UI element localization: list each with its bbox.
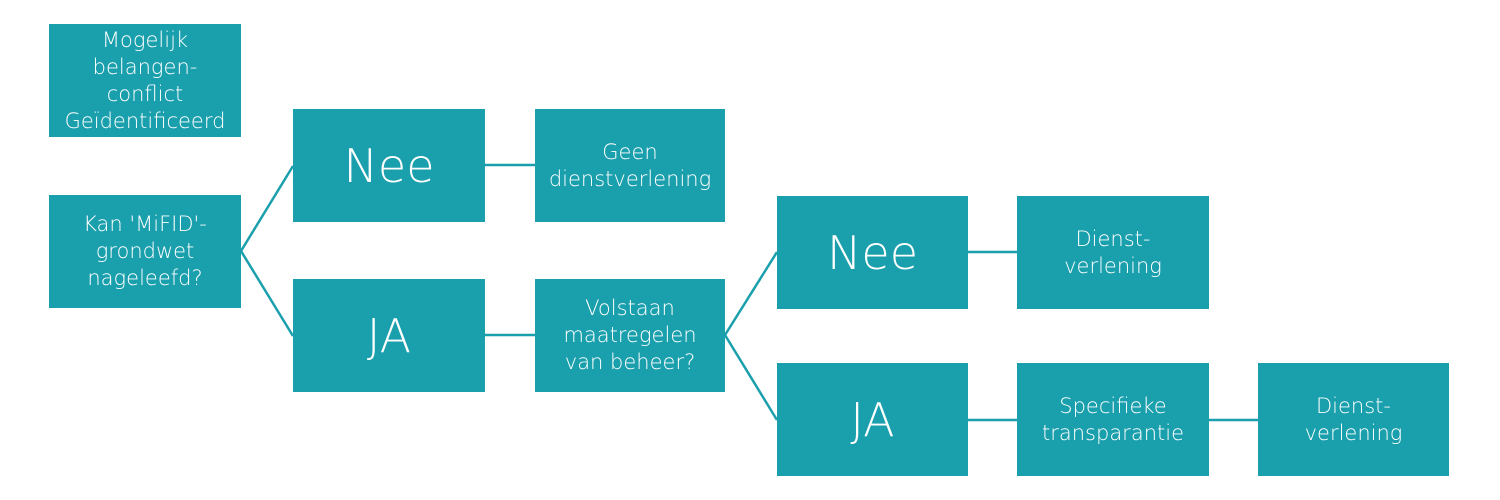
nee-label-1: Nee	[343, 138, 435, 193]
identified-box: Mogelijk belangen-conflict Geïdentificee…	[49, 24, 241, 137]
identified-label: Mogelijk belangen-conflict Geïdentificee…	[64, 27, 226, 133]
ja-label-2: JA	[850, 392, 895, 447]
ja-label-1: JA	[366, 308, 412, 363]
question-maatregelen-box: Volstaan maatregelen van beheer?	[535, 279, 725, 392]
question-maatregelen-label: Volstaan maatregelen van beheer?	[563, 296, 697, 374]
edge-maatregelen-ja	[723, 334, 779, 421]
geen-dienstverlening-label: Geen dienstverlening	[548, 139, 712, 191]
specifieke-transparantie-label: Specifieke transparantie	[1042, 393, 1184, 445]
nee-label-2: Nee	[826, 225, 918, 280]
geen-dienstverlening-box: Geen dienstverlening	[535, 109, 725, 222]
nee-box-1: Nee	[293, 109, 485, 222]
ja-box-1: JA	[293, 279, 485, 392]
specifieke-transparantie-box: Specifieke transparantie	[1017, 363, 1209, 476]
nee-box-2: Nee	[777, 196, 968, 309]
edge-maatregelen-nee	[723, 251, 779, 336]
edge-mifid-ja	[239, 250, 295, 337]
question-mifid-box: Kan 'MiFID'-grondwet nageleefd?	[49, 195, 241, 308]
ja-box-2: JA	[777, 363, 968, 476]
dienstverlening-label-2: Dienst-verlening	[1304, 393, 1403, 445]
question-mifid-label: Kan 'MiFID'-grondwet nageleefd?	[83, 212, 207, 290]
dienstverlening-box-1: Dienst-verlening	[1017, 196, 1209, 309]
dienstverlening-box-2: Dienst-verlening	[1258, 363, 1449, 476]
dienstverlening-label-1: Dienst-verlening	[1064, 226, 1162, 278]
edge-mifid-nee	[239, 165, 295, 252]
